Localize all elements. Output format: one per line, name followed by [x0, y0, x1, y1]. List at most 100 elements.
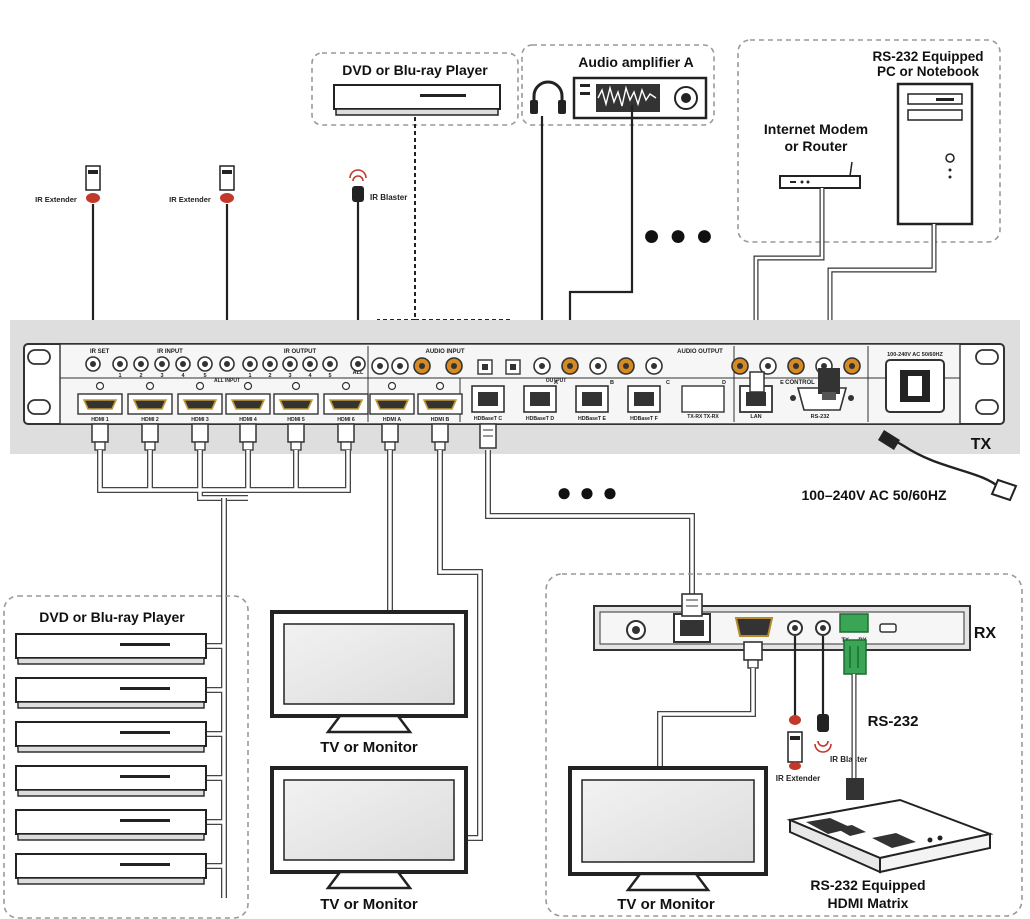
audio-amplifier-device [572, 76, 708, 120]
rx-ir-extender-label: IR Extender [776, 774, 820, 783]
ir-extender-2: IR Extender [169, 165, 235, 204]
hdmi-plug [91, 423, 109, 451]
hdmi-matrix-device [786, 798, 994, 874]
hdbaset-port [523, 385, 557, 413]
ir-out-number: 1 [248, 373, 251, 379]
panel-audio-output-label: AUDIO OUTPUT [677, 349, 723, 355]
panel-lan-label: LAN [750, 414, 761, 420]
hdmi-plug [239, 423, 257, 451]
hdbaset-port [471, 385, 505, 413]
audio-output-letters: A B C D E [554, 380, 784, 386]
panel-control-label: CONTROL [785, 380, 815, 386]
amp-group: Audio amplifier A [521, 44, 715, 126]
rx-group: TX ⇔ RX RX IR Blaster IR Extender [545, 573, 1023, 917]
hdbaset-port-label: HDBaseT E [578, 416, 607, 422]
hdmi-plug [141, 423, 159, 451]
hdmi-port [369, 393, 415, 415]
hdmi-port [127, 393, 173, 415]
hdmi-plug [381, 423, 399, 451]
ir-in-number: 4 [181, 373, 185, 379]
hdmi-port [417, 393, 463, 415]
audio-output-letter: E [780, 380, 784, 386]
dvd-player-device [15, 765, 207, 797]
tv-right-label: TV or Monitor [617, 896, 715, 913]
hdmi-port-label: HDMI 1 [91, 417, 109, 423]
panel-ir-input-label: IR INPUT [157, 349, 183, 355]
hdmi-port-label: HDMI 4 [239, 417, 257, 423]
rx-ir-blaster-label: IR Blaster [830, 755, 867, 764]
ir-jacks-row [85, 356, 366, 372]
ir-blaster-top: IR Blaster [349, 169, 407, 202]
tv-right: TV or Monitor [568, 766, 768, 913]
panel-rs232-label: RS-232 [811, 414, 830, 420]
hdbaset-port [575, 385, 609, 413]
hdmi-port-label: HDMI 3 [191, 417, 209, 423]
matrix-label-2: HDMI Matrix [828, 895, 909, 911]
hdmi-port [323, 393, 369, 415]
rx-hdmi-plug [743, 641, 763, 669]
ir-blaster-top-label: IR Blaster [370, 193, 407, 202]
hdmi-plug [191, 423, 209, 451]
power-label: 100–240V AC 50/60HZ [801, 487, 946, 503]
audio-output-letter: C [666, 380, 670, 386]
more-dots-top: ● ● ● [642, 219, 713, 252]
rj45-plug [479, 423, 497, 449]
dvd-left-label: DVD or Blu-ray Player [39, 609, 185, 625]
panel-all-input-label: ALL INPUT [214, 378, 240, 384]
tv-mid-top: TV or Monitor [270, 610, 468, 756]
ir-in-number: 5 [203, 373, 206, 379]
pc-tower-device [896, 82, 974, 226]
hdmi-plug [431, 423, 449, 451]
ir-out-number: 2 [268, 373, 271, 379]
panel-all-label: ALL [353, 370, 364, 376]
ir-out-number: 4 [308, 373, 312, 379]
dvd-stack [15, 633, 207, 885]
amp-label: Audio amplifier A [578, 54, 693, 70]
dvd-player-device [15, 853, 207, 885]
dvd-top-group: DVD or Blu-ray Player [311, 52, 519, 126]
tx-label: TX [971, 436, 992, 453]
panel-output-label: OUTPUT [546, 378, 567, 384]
ir-extender-2-label: IR Extender [169, 195, 211, 204]
rx-rj45-plug [681, 593, 703, 617]
power-cord [878, 430, 1018, 502]
hdmi-port [273, 393, 319, 415]
rs232-label: RS-232 [868, 713, 919, 730]
tv-mid-top-label: TV or Monitor [320, 739, 418, 756]
modem-label-1: Internet Modem [764, 121, 868, 137]
hdmi-port-label: HDMI B [431, 417, 450, 423]
hdbaset-port-label: HDBaseT F [630, 416, 658, 422]
audio-jacks-row [371, 357, 861, 375]
audio-output-letter: B [610, 380, 614, 386]
ir-in-number: 1 [118, 373, 121, 379]
dvd-player-device [15, 677, 207, 709]
headphones-icon [530, 80, 566, 114]
dvd-top-label: DVD or Blu-ray Player [342, 62, 488, 78]
dvd-player-device [15, 721, 207, 753]
panel-txrx-label: TX-RX TX-RX [687, 414, 719, 420]
pc-label-2: PC or Notebook [877, 64, 979, 79]
hdbaset-port-label: HDBaseT C [474, 416, 503, 422]
audio-output-letter: A [554, 380, 558, 386]
hdmi-port-label: HDMI 5 [287, 417, 305, 423]
hdmi-plug [287, 423, 305, 451]
audio-output-letter: D [722, 380, 726, 386]
panel-inset-label: IR SET [90, 349, 110, 355]
modem-device [779, 161, 861, 189]
ir-in-number: 3 [160, 373, 163, 379]
panel-power-rating: 100-240V AC 50/60HZ [887, 352, 943, 358]
tv-mid-bottom: TV or Monitor [270, 766, 468, 913]
ir-in-number: 2 [139, 373, 142, 379]
tx-chassis: IR SET IR INPUT IR OUTPUT AUDIO INPUT AU… [10, 320, 1020, 454]
ir-out-number: 3 [288, 373, 291, 379]
pc-group: RS-232 Equipped PC or Notebook Internet … [737, 39, 1001, 243]
pc-label-1: RS-232 Equipped [872, 49, 983, 64]
hdmi-plug [337, 423, 355, 451]
matrix-label-1: RS-232 Equipped [810, 877, 925, 893]
hdmi-port [177, 393, 223, 415]
hdmi-port [225, 393, 271, 415]
hdmi-port-label: HDMI 6 [337, 417, 355, 423]
rx-terminal-plug [843, 639, 867, 675]
